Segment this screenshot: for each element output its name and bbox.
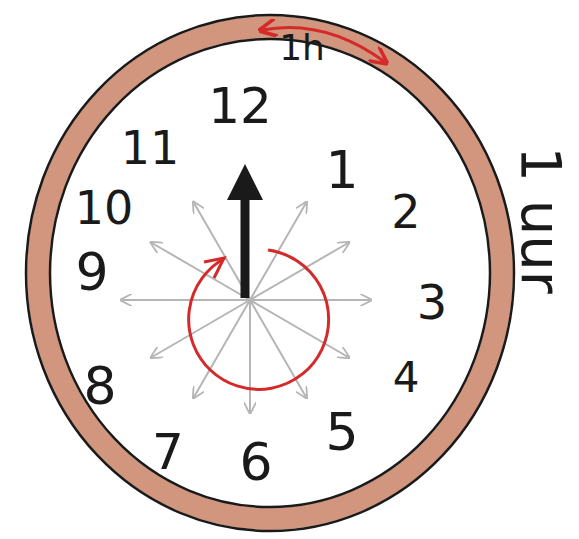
hour-number: 9	[75, 246, 108, 298]
clock-outer-line	[26, 15, 514, 531]
caption-label: 1 uur	[513, 146, 569, 293]
hour-number: 1	[325, 144, 358, 196]
hour-number: 8	[83, 360, 116, 412]
hour-number: 11	[121, 125, 180, 171]
hour-number: 6	[239, 436, 272, 488]
hour-number: 5	[325, 406, 358, 458]
turn-circle	[189, 250, 329, 389]
clock-inner-line	[50, 39, 490, 507]
hour-number: 3	[417, 278, 448, 326]
clock-hand	[241, 182, 250, 298]
hour-number: 4	[393, 357, 420, 399]
duration-label: 1h	[279, 30, 325, 66]
hour-number: 10	[75, 185, 134, 231]
clock-rim	[38, 27, 502, 519]
hour-number: 12	[208, 81, 272, 131]
hour-number: 2	[391, 189, 420, 235]
hour-number: 7	[152, 427, 184, 477]
turn-arrowhead	[204, 258, 224, 278]
